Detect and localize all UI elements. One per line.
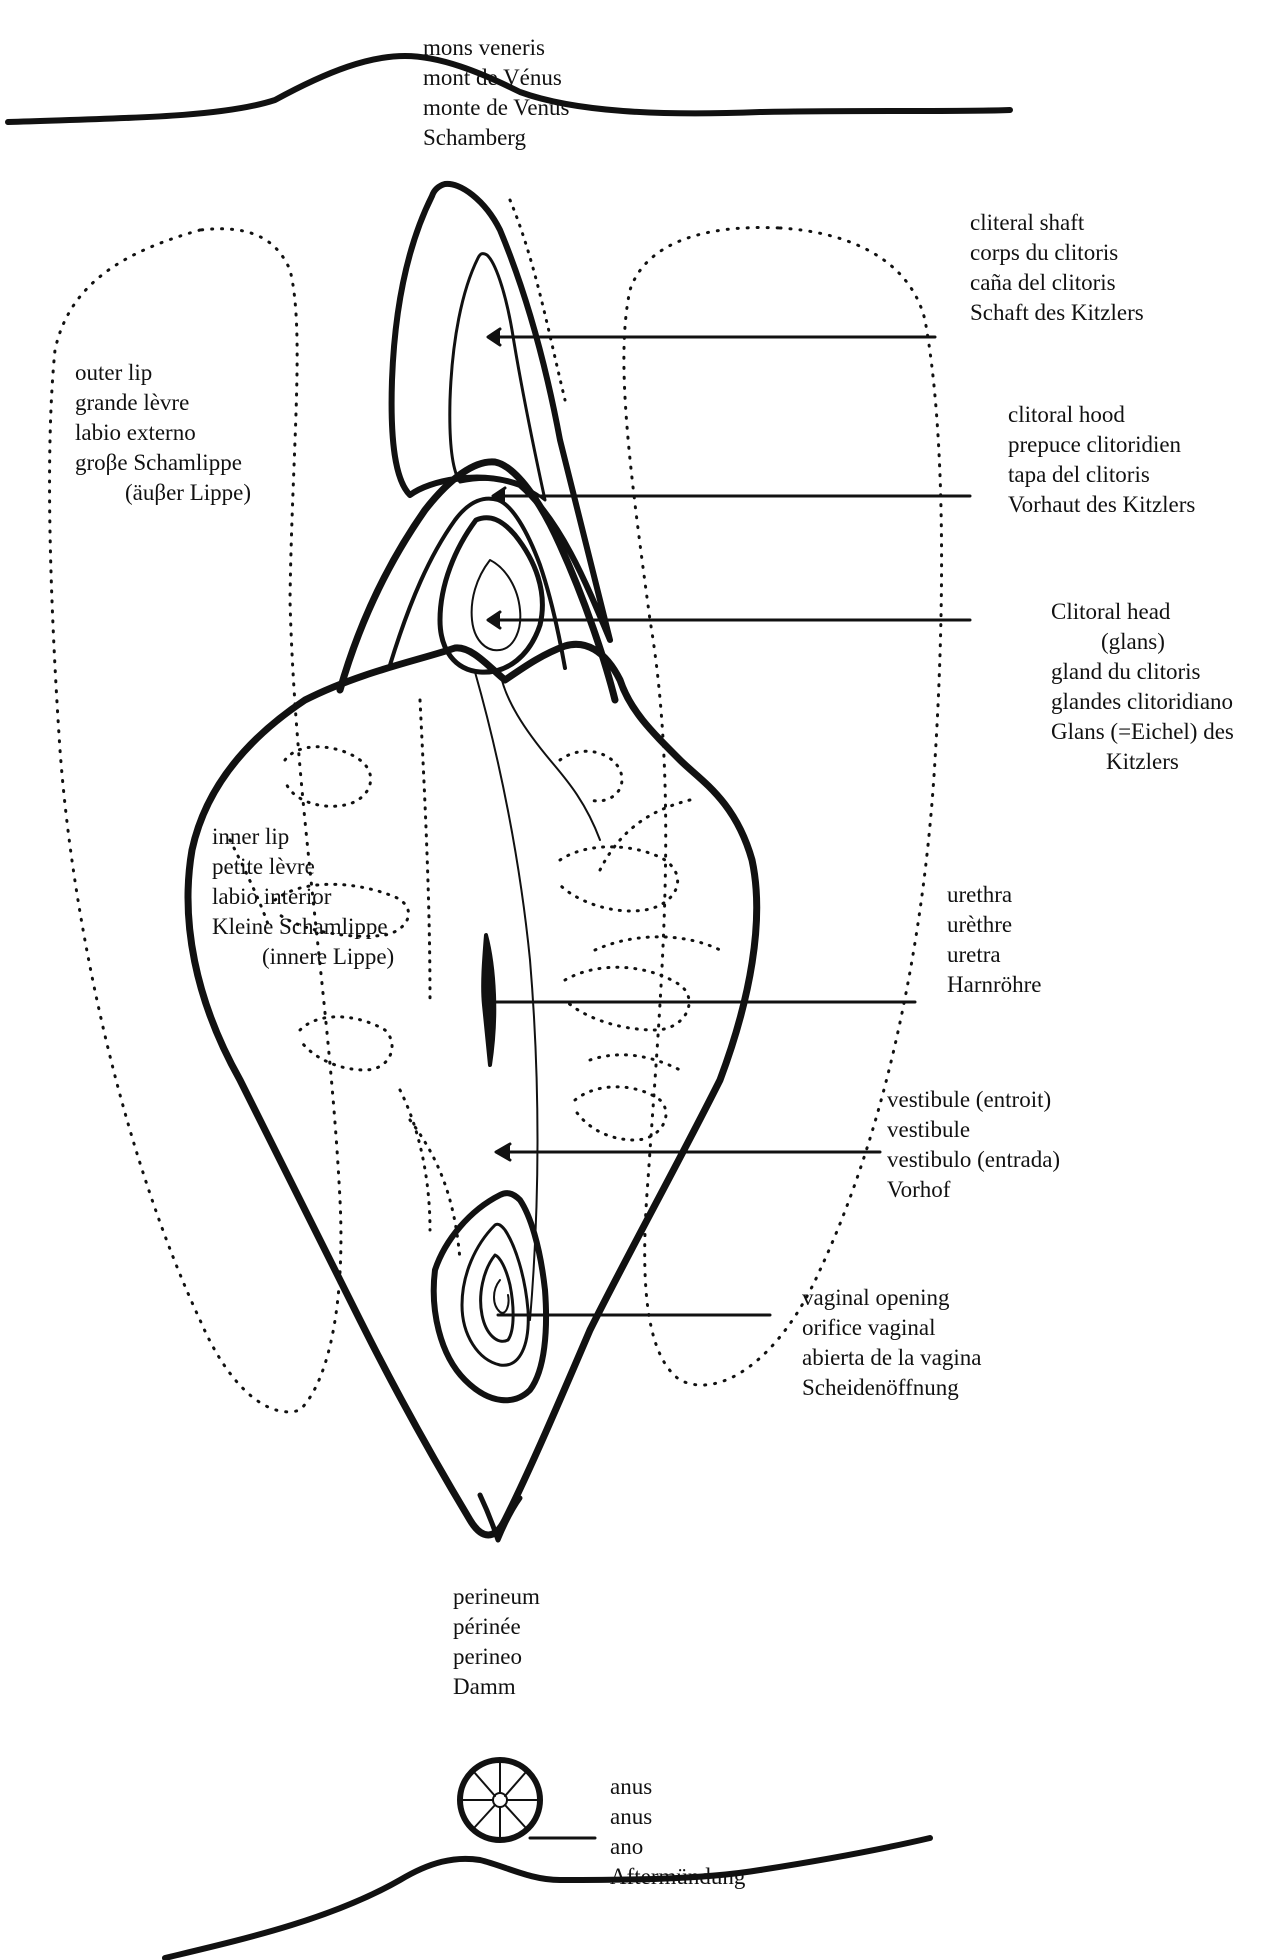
inner-lip-dotted-folds	[230, 700, 720, 1260]
vaginal-opening-ring-2	[462, 1224, 528, 1365]
anus-icon	[460, 1760, 540, 1840]
label-urethra: urethra urèthre uretra Harnröhre	[947, 880, 1042, 1000]
vaginal-opening-spiral	[494, 1280, 509, 1313]
label-clitoral-shaft: cliteral shaft corps du clitoris caña de…	[970, 208, 1144, 328]
label-mons-veneris: mons veneris mont de Vénus monte de Venu…	[423, 33, 570, 153]
label-clitoral-head: Clitoral head (glans) gland du clitoris …	[1051, 597, 1234, 777]
label-perineum: perineum périnée perineo Damm	[453, 1582, 540, 1702]
urethra-mark	[483, 935, 494, 1065]
clitoral-frenulum	[500, 672, 600, 840]
inner-lip-outline	[188, 644, 757, 1535]
label-outer-lip: outer lip grande lèvre labio externo gro…	[75, 358, 251, 508]
label-anus: anus anus ano Aftermündung	[610, 1772, 745, 1892]
label-vestibule: vestibule (entroit) vestibule vestibulo …	[887, 1085, 1060, 1205]
label-clitoral-hood: clitoral hood prepuce clitoridien tapa d…	[1008, 400, 1195, 520]
pointer-lines	[488, 329, 970, 1838]
bottom-body-contour	[165, 1838, 930, 1958]
label-vaginal-opening: vaginal opening orifice vaginal abierta …	[802, 1283, 981, 1403]
label-inner-lip: inner lip petite lèvre labio interior Kl…	[212, 822, 394, 972]
clitoral-head-inner	[472, 560, 521, 650]
vaginal-opening-outer	[434, 1193, 546, 1400]
